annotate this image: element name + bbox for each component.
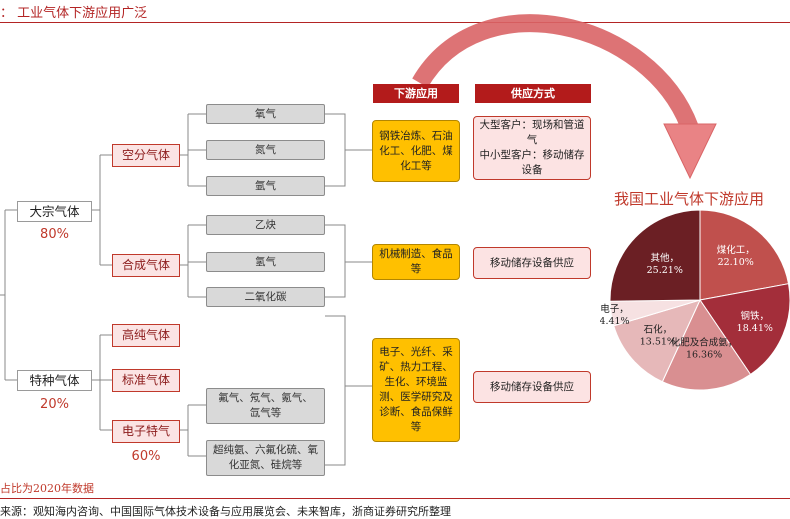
application-special-gas: 电子、光纤、采矿、热力工程、生化、环境监测、医学研究及诊断、食品保鲜等 xyxy=(372,338,460,442)
subcategory-air-separation: 空分气体 xyxy=(112,144,180,167)
gas-nitrogen: 氮气 xyxy=(206,140,325,160)
supply-synthetic: 移动储存设备供应 xyxy=(473,247,591,279)
pie-slice xyxy=(661,298,752,391)
pie-chart: 煤化工，22.10% 钢铁，18.41%化肥及合成氨，16.36%石化，13.51… xyxy=(600,209,790,391)
supply-air-separation: 大型客户：现场和管道气 中小型客户：移动储存设备 xyxy=(473,116,591,180)
category-bulk-gas: 大宗气体 xyxy=(17,201,92,222)
subcategory-standard: 标准气体 xyxy=(112,369,180,392)
category-special-gas: 特种气体 xyxy=(17,370,92,391)
subcategory-high-purity: 高纯气体 xyxy=(112,324,180,347)
header-downstream-application: 下游应用 xyxy=(373,84,459,103)
pie-slice xyxy=(699,209,790,301)
subcategory-synthetic: 合成气体 xyxy=(112,254,180,277)
category-bulk-gas-share: 80% xyxy=(40,227,69,242)
pie-slice-label: 化肥及合成氨，16.36% xyxy=(671,336,738,360)
subcategory-electronic-share: 60% xyxy=(131,449,161,464)
pie-slice-label: 钢铁，18.41% xyxy=(737,310,773,334)
application-bulk-air-separation: 钢铁冶炼、石油化工、化肥、煤化工等 xyxy=(372,120,460,182)
subcategory-electronic: 电子特气 xyxy=(112,420,180,443)
supply-special-gas: 移动储存设备供应 xyxy=(473,371,591,403)
pie-chart-title: 我国工业气体下游应用 xyxy=(614,190,765,208)
gas-carbon-dioxide: 二氧化碳 xyxy=(206,287,325,307)
pie-slice-label: 电子，4.41% xyxy=(600,303,630,327)
pie-slice xyxy=(609,209,701,302)
gas-argon: 氩气 xyxy=(206,176,325,196)
pie-slice-label: 煤化工，22.10% xyxy=(717,244,755,268)
gas-electronic-specialty: 超纯氨、六氟化硫、氧化亚氮、硅烷等 xyxy=(206,440,325,476)
pie-slice-label: 其他，25.21% xyxy=(647,252,683,276)
top-rule xyxy=(0,22,790,23)
gas-oxygen: 氧气 xyxy=(206,104,325,124)
header-supply-method: 供应方式 xyxy=(475,84,591,103)
category-special-gas-share: 20% xyxy=(40,397,69,412)
data-note: 占比为2020年数据 xyxy=(0,482,94,495)
pie-slice xyxy=(613,299,701,383)
application-synthetic: 机械制造、食品等 xyxy=(372,244,460,280)
gas-rare-gases: 氟气、氖气、氪气、氙气等 xyxy=(206,388,325,424)
bottom-rule xyxy=(0,498,790,499)
gas-hydrogen: 氢气 xyxy=(206,252,325,272)
pie-slice-label: 石化，13.51% xyxy=(640,324,676,348)
source-citation: 来源：观知海内咨询、中国国际气体技术设备与应用展览会、未来智库，浙商证券研究所整… xyxy=(0,505,451,518)
figure-title: ： 工业气体下游应用广泛 xyxy=(0,6,148,21)
gas-acetylene: 乙炔 xyxy=(206,215,325,235)
